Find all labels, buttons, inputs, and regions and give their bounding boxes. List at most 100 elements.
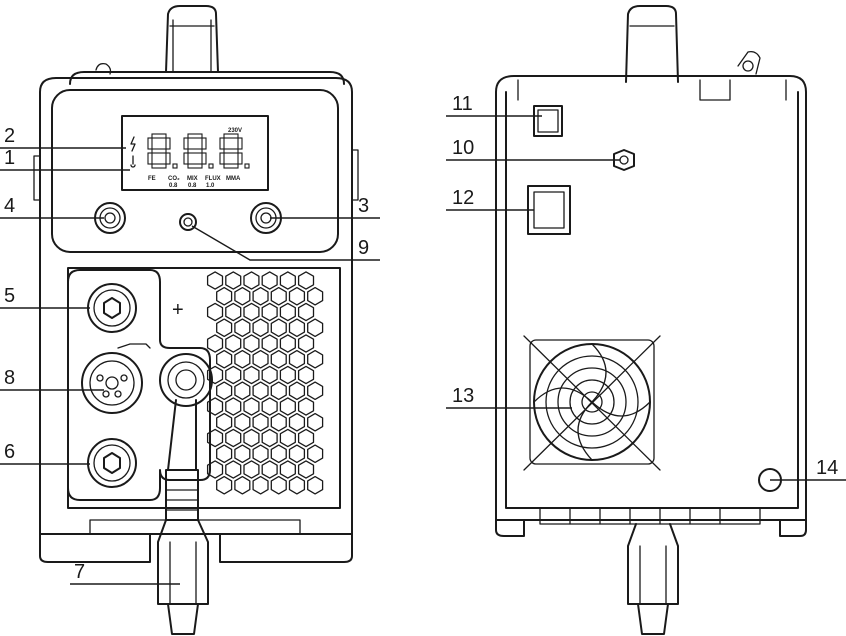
lcd-segment (223, 133, 239, 139)
rear-handle (625, 5, 679, 83)
cooling-fan (523, 335, 661, 471)
lcd-segment (201, 152, 207, 165)
lcd-segment (147, 137, 153, 150)
vent-cell (261, 334, 278, 353)
lcd-decimal-point (208, 163, 214, 169)
vent-cell (261, 460, 278, 479)
lcd-mode-subvalue: 0.8 (188, 183, 197, 189)
vent-cell (252, 286, 269, 306)
vent-cell (225, 428, 242, 448)
lcd-voltage: 230V (228, 128, 242, 134)
vent-grille (206, 271, 324, 495)
cable-plug (157, 469, 209, 635)
vent-cell (279, 397, 296, 416)
callout-lines (0, 115, 846, 585)
control-panel (51, 89, 339, 253)
lcd-segment (151, 163, 167, 169)
lcd-decimal-point (172, 163, 178, 169)
vent-cell (288, 412, 306, 432)
lcd-segment (147, 152, 153, 165)
vent-cell (225, 397, 242, 416)
vent-cell (288, 318, 306, 338)
callout-11: 11 (452, 93, 473, 115)
lcd-segment (183, 152, 189, 165)
lcd-decimal-point (244, 163, 250, 169)
vent-cell (234, 381, 251, 401)
vent-cell (206, 271, 224, 290)
vent-cell (225, 460, 242, 479)
power-switch[interactable] (527, 185, 571, 235)
vent-cell (225, 365, 242, 385)
callout-6: 6 (4, 441, 15, 463)
vent-cell (307, 381, 324, 401)
cable-gland (159, 353, 213, 407)
lcd-mode-label: MMA (226, 176, 241, 182)
vent-cell (225, 271, 242, 290)
vent-cell (216, 381, 233, 401)
vent-cell (206, 428, 224, 448)
vent-cell (270, 286, 287, 306)
vent-cell (243, 428, 260, 448)
vent-cell (270, 412, 287, 432)
front-handle (165, 5, 219, 73)
rear-strap-loop (737, 50, 761, 75)
vent-cell (297, 302, 315, 322)
lcd-frame (121, 115, 269, 191)
callout-3: 3 (358, 195, 369, 217)
vent-cell (234, 349, 251, 369)
lcd-segment (219, 137, 225, 150)
vent-cell (206, 460, 224, 479)
lcd-mode-subvalue: 1.0 (206, 183, 215, 189)
lcd-segment (237, 152, 243, 165)
vent-cell (252, 318, 269, 338)
vent-cell (279, 365, 296, 385)
vent-cell (216, 318, 233, 338)
vent-cell (279, 428, 296, 448)
callout-14: 14 (816, 457, 838, 479)
vent-cell (216, 444, 233, 464)
callout-4: 4 (4, 195, 15, 217)
vent-cell (297, 428, 315, 448)
vent-cell (252, 381, 269, 401)
vent-cell (261, 397, 278, 416)
vent-cell (297, 397, 315, 416)
vent-cell (307, 412, 324, 432)
vent-cell (243, 365, 260, 385)
vent-cell (252, 475, 269, 495)
callout-12: 12 (452, 187, 474, 209)
vent-cell (206, 397, 224, 416)
vent-cell (243, 460, 260, 479)
callout-7: 7 (74, 561, 85, 583)
vent-cell (261, 428, 278, 448)
vent-cell (206, 302, 224, 322)
vent-cell (243, 397, 260, 416)
torch-icon (117, 343, 151, 349)
vent-cell (252, 349, 269, 369)
vent-cell (297, 334, 315, 353)
cable (167, 399, 197, 471)
vent-cell (216, 286, 233, 306)
vent-cell (270, 381, 287, 401)
callout-13: 13 (452, 385, 474, 407)
lcd-segment (223, 163, 239, 169)
vent-cell (279, 302, 296, 322)
vent-cell (279, 271, 296, 290)
vent-cell (307, 349, 324, 369)
euro-connector (81, 343, 151, 414)
vent-cell (234, 444, 251, 464)
positive-terminal (87, 283, 137, 333)
vent-cell (261, 271, 278, 290)
rear-view (495, 5, 807, 635)
lcd-mode-subvalue: 0.8 (169, 183, 178, 189)
vent-cell (261, 365, 278, 385)
vent-cell (288, 475, 306, 495)
lcd-segment (219, 152, 225, 165)
vent-cell (234, 318, 251, 338)
rear-foot-left (495, 519, 525, 537)
vent-cell (279, 460, 296, 479)
rear-foot-right (779, 519, 807, 537)
lcd-mode-label: FLUX (205, 176, 221, 182)
lcd-mode-label: MIX (187, 176, 198, 182)
